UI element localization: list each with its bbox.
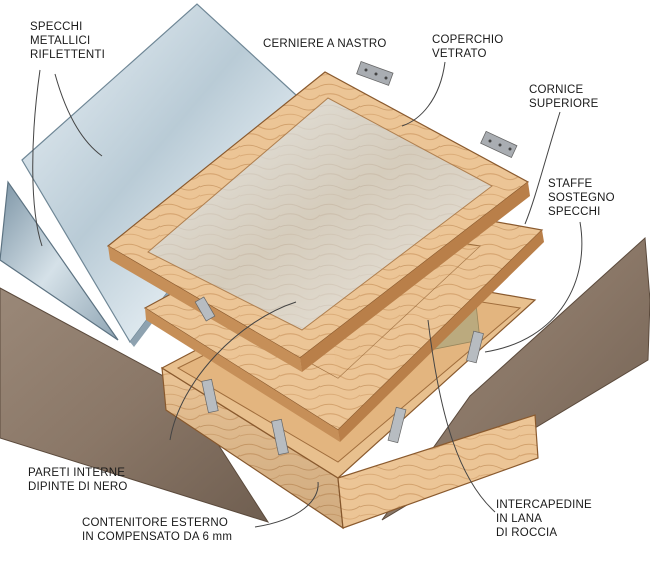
label-top-frame: CORNICE SUPERIORE <box>529 83 599 111</box>
label-top-frame-line2: SUPERIORE <box>529 98 599 110</box>
label-glass-lid-line2: VETRATO <box>432 48 487 60</box>
leader-top-frame <box>524 111 561 225</box>
leader-insulation <box>427 319 496 513</box>
label-brackets-line3: SPECCHI <box>548 206 601 218</box>
leader-mirrors <box>54 73 103 157</box>
side-panel-left <box>0 287 270 523</box>
hinge-left <box>356 61 394 86</box>
label-insulation: INTERCAPEDINE IN LANA DI ROCCIA <box>496 498 592 540</box>
leader-outer-box <box>254 481 319 528</box>
label-inner-walls-line1: PARETI INTERNE <box>28 467 126 479</box>
label-brackets: STAFFE SOSTEGNO SPECCHI <box>548 177 615 219</box>
label-top-frame-line1: CORNICE <box>529 84 584 96</box>
reflective-mirror-small <box>0 180 119 341</box>
label-mirrors-line3: RIFLETTENTI <box>30 49 106 61</box>
label-insulation-line1: INTERCAPEDINE <box>496 499 592 511</box>
label-outer-box-line1: CONTENITORE ESTERNO <box>82 517 229 529</box>
label-brackets-line1: STAFFE <box>548 178 593 190</box>
label-glass-lid-line1: COPERCHIO <box>432 34 504 46</box>
label-hinges-line1: CERNIERE A NASTRO <box>263 38 387 50</box>
label-brackets-line2: SOSTEGNO <box>548 192 615 204</box>
label-insulation-line3: DI ROCCIA <box>496 527 558 539</box>
label-outer-box: CONTENITORE ESTERNO IN COMPENSATO DA 6 m… <box>82 516 232 544</box>
label-mirrors-line2: METALLICI <box>30 35 91 47</box>
leader-glass-lid <box>401 61 446 127</box>
leader-mirrors-small <box>32 69 43 247</box>
leader-inner-walls <box>169 301 297 441</box>
label-inner-walls-line2: DIPINTE DI NERO <box>28 481 128 493</box>
leader-lines <box>32 61 583 528</box>
label-mirrors-line1: SPECCHI <box>30 21 83 33</box>
mirror-brackets <box>194 296 484 456</box>
leader-brackets <box>484 221 583 353</box>
label-mirrors: SPECCHI METALLICI RIFLETTENTI <box>30 20 105 62</box>
label-outer-box-line2: IN COMPENSATO DA 6 mm <box>82 531 233 543</box>
label-inner-walls: PARETI INTERNE DIPINTE DI NERO <box>28 466 127 494</box>
hinge-right <box>480 130 518 159</box>
label-glass-lid: COPERCHIO VETRATO <box>432 33 503 61</box>
label-insulation-line2: IN LANA <box>496 513 543 525</box>
outer-box-front-right <box>337 414 539 529</box>
label-hinges: CERNIERE A NASTRO <box>263 37 387 51</box>
